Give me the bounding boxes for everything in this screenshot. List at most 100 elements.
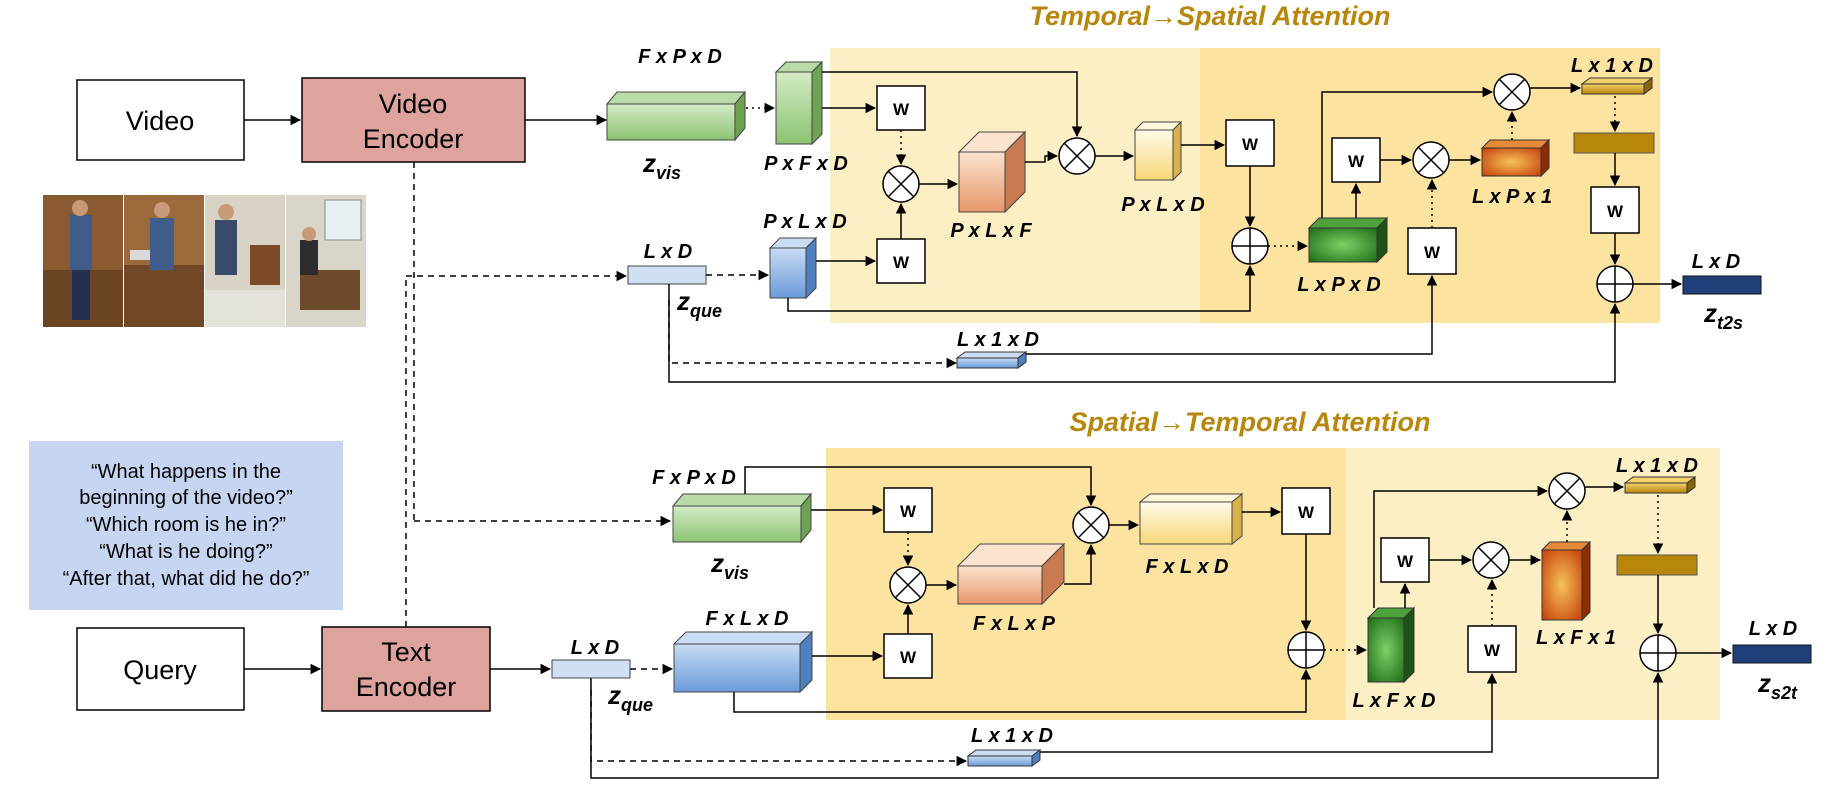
top-pld-tensor — [768, 236, 818, 300]
top-zque-to-l1d-dashed — [668, 300, 958, 369]
top-multiply-3 — [1412, 141, 1450, 179]
top-weight-box-6 — [1590, 186, 1640, 234]
bottom-output-ld-label: L x D — [1749, 618, 1798, 640]
top-lpd-label: L x P x D — [1297, 274, 1380, 296]
bottom-weight-box-4-label: W — [1397, 552, 1414, 571]
top-weight-box-5-label: W — [1424, 243, 1441, 262]
question-line-4: “What is he doing?” — [99, 541, 272, 563]
bottom-zvis-label: zvis — [710, 548, 749, 583]
bottom-fld-label: F x L x D — [706, 608, 789, 630]
top-output-ld-label: L x D — [1692, 251, 1741, 273]
top-pld-label: P x L x D — [763, 211, 846, 233]
top-weight-box-3 — [1225, 119, 1275, 167]
top-gold-bar — [1573, 132, 1655, 154]
top-output-vector — [1682, 275, 1762, 295]
query-input-box — [76, 627, 245, 711]
bottom-weight-box-3-label: W — [1298, 503, 1315, 522]
video-encoder-box — [301, 77, 526, 163]
top-pfd-label: P x F x D — [764, 153, 848, 175]
top-add-2 — [1596, 265, 1634, 303]
top-l1d-top-label: L x 1 x D — [1571, 55, 1653, 77]
fld-to-badd-arrow — [733, 668, 1312, 713]
top-add-1 — [1231, 227, 1269, 265]
top-l1d-bottom-tensor — [955, 351, 1028, 369]
bottom-fld2-tensor — [1138, 492, 1244, 546]
question-line-5: “After that, what did he do?” — [63, 568, 310, 590]
bottom-multiply-1 — [889, 566, 927, 604]
bottom-l1d-tensor — [1623, 476, 1697, 494]
bottom-weight-box-2-label: W — [900, 648, 917, 667]
text-encoder-label-1: Text — [381, 637, 431, 667]
question-line-2: beginning of the video?” — [79, 487, 293, 509]
top-multiply-1 — [882, 165, 920, 203]
bottom-weight-box-1-label: W — [900, 502, 917, 521]
bottom-zque-vector — [551, 659, 631, 679]
bottom-multiply-4 — [1548, 472, 1586, 510]
bottom-lf1-label: L x F x 1 — [1536, 627, 1616, 649]
top-fpd-label: F x P x D — [638, 46, 722, 68]
bottom-multiply-3 — [1472, 541, 1510, 579]
top-l1d-to-w5-arrow — [1026, 274, 1438, 355]
query-input-label: Query — [123, 655, 197, 685]
video-encoder-label-1: Video — [379, 89, 448, 119]
bottom-weight-box-5-label: W — [1484, 641, 1501, 660]
bottom-gold-bar — [1616, 554, 1698, 576]
video-encoder-label-2: Encoder — [363, 124, 464, 154]
top-zque-label: zque — [676, 286, 722, 321]
bottom-weight-box-2 — [883, 633, 933, 679]
bottom-attention-title: Spatial→Temporal Attention — [1069, 407, 1430, 437]
lfd-to-bmult4-arrow — [1373, 485, 1549, 608]
bottom-flp-label: F x L x P — [973, 613, 1056, 635]
bottom-add-1 — [1287, 631, 1325, 669]
bzvis-to-bmult2-arrow — [744, 466, 1097, 507]
bottom-output-label: zs2t — [1757, 668, 1798, 703]
bottom-l1d-bottom-tensor — [966, 749, 1042, 767]
bottom-weight-box-1 — [883, 487, 933, 533]
bottom-weight-box-5 — [1467, 625, 1517, 673]
top-weight-box-2 — [876, 238, 926, 284]
top-l1d-bottom-label: L x 1 x D — [957, 329, 1039, 351]
top-lp1-label: L x P x 1 — [1472, 186, 1552, 208]
bottom-multiply-2 — [1072, 506, 1110, 544]
bottom-flp-tensor — [956, 542, 1066, 606]
question-line-3: “Which room is he in?” — [86, 514, 286, 536]
bottom-fpd-label: F x P x D — [652, 467, 736, 489]
top-weight-box-2-label: W — [893, 253, 910, 272]
plf-to-mult2-arrow — [1025, 150, 1059, 163]
bottom-zvis-tensor — [671, 492, 813, 544]
bottom-fld2-label: F x L x D — [1146, 556, 1229, 578]
flp-to-bmult2-arrow — [1064, 543, 1097, 585]
top-zque-vector — [627, 265, 707, 285]
bottom-ld-label: L x D — [571, 637, 620, 659]
top-output-label: zt2s — [1703, 298, 1743, 333]
bottom-zque-to-l1d-dashed — [590, 690, 968, 767]
top-multiply-4 — [1493, 73, 1531, 111]
top-lp1-tensor — [1480, 138, 1551, 178]
top-l1d-tensor — [1580, 77, 1654, 95]
bottom-add-2 — [1639, 634, 1677, 672]
bottom-lfd-label: L x F x D — [1353, 690, 1436, 712]
pld-to-add-arrow — [787, 264, 1256, 312]
top-pld2-label: P x L x D — [1121, 194, 1204, 216]
question-box — [29, 441, 343, 610]
text-encoder-box — [321, 626, 491, 712]
question-line-1: “What happens in the — [91, 461, 281, 483]
video-frames — [43, 195, 366, 327]
text-encoder-label-2: Encoder — [356, 672, 457, 702]
video-input-box — [76, 79, 245, 161]
lpd-to-mult4-arrow — [1321, 86, 1494, 218]
bottom-fld-tensor — [672, 630, 814, 694]
top-zvis-label: zvis — [642, 148, 681, 183]
bottom-lf1-tensor — [1540, 540, 1592, 622]
bottom-lfd-tensor — [1366, 606, 1416, 684]
top-weight-box-1-label: W — [893, 100, 910, 119]
video-input-label: Video — [126, 106, 195, 136]
bl1d-to-bw5-arrow — [1040, 672, 1498, 753]
top-zvis-tensor — [605, 90, 747, 142]
bottom-zque-label: zque — [607, 680, 653, 715]
top-plf-label: P x L x F — [950, 220, 1032, 242]
bottom-l1d-top-label: L x 1 x D — [1616, 455, 1698, 477]
top-plf-tensor — [957, 130, 1027, 214]
top-weight-box-3-label: W — [1242, 135, 1259, 154]
